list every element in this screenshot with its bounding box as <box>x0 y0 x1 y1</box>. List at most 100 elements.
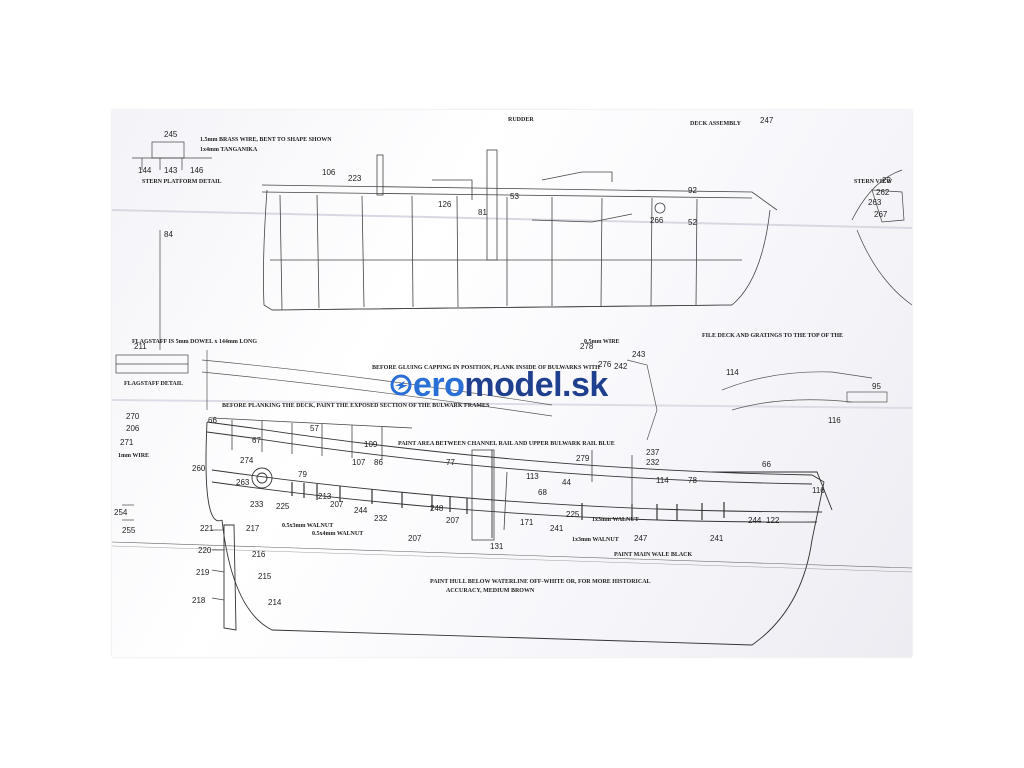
note-flagstaff: FLAGSTAFF IS 5mm DOWEL x 144mm LONG <box>132 339 258 345</box>
part-number: 214 <box>268 598 282 607</box>
part-number: 242 <box>614 362 628 371</box>
note-tanganika: 1x4mm TANGANIKA <box>200 147 258 153</box>
part-number: 171 <box>520 518 534 527</box>
part-number: 53 <box>510 192 519 201</box>
part-number: 78 <box>688 476 697 485</box>
part-number: 114 <box>726 368 739 377</box>
part-number: 86 <box>374 458 383 467</box>
part-number: 245 <box>164 130 178 139</box>
upper-bulwark-sketch <box>201 350 888 441</box>
note-main-wale: PAINT MAIN WALE BLACK <box>614 552 693 558</box>
part-number: 66 <box>762 460 771 469</box>
part-number: 213 <box>318 492 332 501</box>
watermark-text-model: model.sk <box>464 365 608 404</box>
part-number: 241 <box>550 524 564 533</box>
part-number: 279 <box>576 454 590 463</box>
part-number: 263 <box>236 478 250 487</box>
part-number: 84 <box>164 230 173 239</box>
part-number: 254 <box>114 508 128 517</box>
flagstaff-detail <box>115 230 189 374</box>
part-number: 106 <box>322 168 336 177</box>
part-number: 206 <box>126 424 140 433</box>
part-number: 232 <box>374 514 388 523</box>
note-1mm-wire: 1mm WIRE <box>118 453 150 459</box>
stern-view <box>851 169 912 306</box>
upper-hull-profile <box>261 149 778 311</box>
part-number: 116 <box>812 486 825 495</box>
part-number: 219 <box>196 568 210 577</box>
part-number: 278 <box>580 342 594 351</box>
plan-sheet: 1.5mm BRASS WIRE, BENT TO SHAPE SHOWN 1x… <box>112 110 912 657</box>
part-number: 52 <box>688 218 697 227</box>
part-number: 274 <box>240 456 254 465</box>
note-walnut-d: 1x3mm WALNUT <box>572 537 619 543</box>
part-number: 216 <box>252 550 266 559</box>
part-number: 247 <box>760 116 774 125</box>
note-file-deck: FILE DECK AND GRATINGS TO THE TOP OF THE <box>702 333 844 339</box>
part-number: 144 <box>138 166 152 175</box>
part-number: 237 <box>646 448 660 457</box>
part-number: 107 <box>352 458 366 467</box>
part-number: 225 <box>276 502 290 511</box>
part-number: 114 <box>656 476 669 485</box>
chains-and-deadeyes <box>122 504 225 601</box>
note-mm-wire: 0.5mm WIRE <box>584 339 620 345</box>
note-walnut-b: 0.5x4mm WALNUT <box>312 531 364 537</box>
part-number: 143 <box>164 166 178 175</box>
part-number: 131 <box>490 542 504 551</box>
note-paint-area: PAINT AREA BETWEEN CHANNEL RAIL AND UPPE… <box>398 441 615 447</box>
part-number: 217 <box>246 524 260 533</box>
part-number: 207 <box>408 534 422 543</box>
part-number: 81 <box>478 208 487 217</box>
part-number: 241 <box>710 534 724 543</box>
lower-hull-profile <box>112 421 912 646</box>
part-number: 218 <box>192 596 206 605</box>
part-number: 116 <box>828 416 841 425</box>
stern-platform-detail <box>132 141 212 170</box>
part-number: 220 <box>198 546 212 555</box>
note-walnut-c: 1x3mm WALNUT <box>592 517 639 523</box>
part-number: 262 <box>876 188 890 197</box>
note-stern-platform: STERN PLATFORM DETAIL <box>142 179 222 185</box>
part-number: 77 <box>446 458 455 467</box>
part-number: 146 <box>190 166 204 175</box>
ship-plan-drawing <box>112 141 912 646</box>
part-number: 92 <box>688 186 697 195</box>
part-number: 68 <box>538 488 547 497</box>
part-number: 270 <box>126 412 140 421</box>
aeromodel-logo-icon <box>390 374 412 396</box>
part-number: 244 <box>748 516 762 525</box>
part-number: 243 <box>632 350 646 359</box>
part-number: 122 <box>766 516 780 525</box>
note-flagstaff-detail: FLAGSTAFF DETAIL <box>124 381 184 387</box>
part-number: 44 <box>562 478 571 487</box>
upper-rail-stanchions <box>211 417 633 541</box>
part-number: 67 <box>252 436 261 445</box>
part-number: 79 <box>298 470 307 479</box>
part-number: 207 <box>330 500 344 509</box>
note-rudder: RUDDER <box>508 117 534 123</box>
part-number: 260 <box>192 464 206 473</box>
part-number: 113 <box>526 472 539 481</box>
part-number: 23 <box>882 176 891 185</box>
part-number: 271 <box>120 438 134 447</box>
note-brass-wire: 1.5mm BRASS WIRE, BENT TO SHAPE SHOWN <box>200 137 332 143</box>
note-gluing: BEFORE GLUING CAPPING IN POSITION, PLANK… <box>372 365 600 371</box>
part-number: 109 <box>364 440 378 449</box>
part-number: 66 <box>208 416 217 425</box>
part-number: 221 <box>200 524 214 533</box>
watermark-text-ero: ero <box>413 365 465 404</box>
part-number: 255 <box>122 526 136 535</box>
part-number: 267 <box>874 210 888 219</box>
part-number: 225 <box>566 510 580 519</box>
note-deck-assembly: DECK ASSEMBLY <box>690 121 741 127</box>
part-number: 233 <box>250 500 264 509</box>
part-number: 263 <box>868 198 882 207</box>
part-number: 244 <box>354 506 368 515</box>
part-number: 215 <box>258 572 272 581</box>
part-number: 247 <box>634 534 648 543</box>
part-number: 266 <box>650 216 664 225</box>
part-number: 276 <box>598 360 612 369</box>
deck-fittings <box>291 482 725 520</box>
